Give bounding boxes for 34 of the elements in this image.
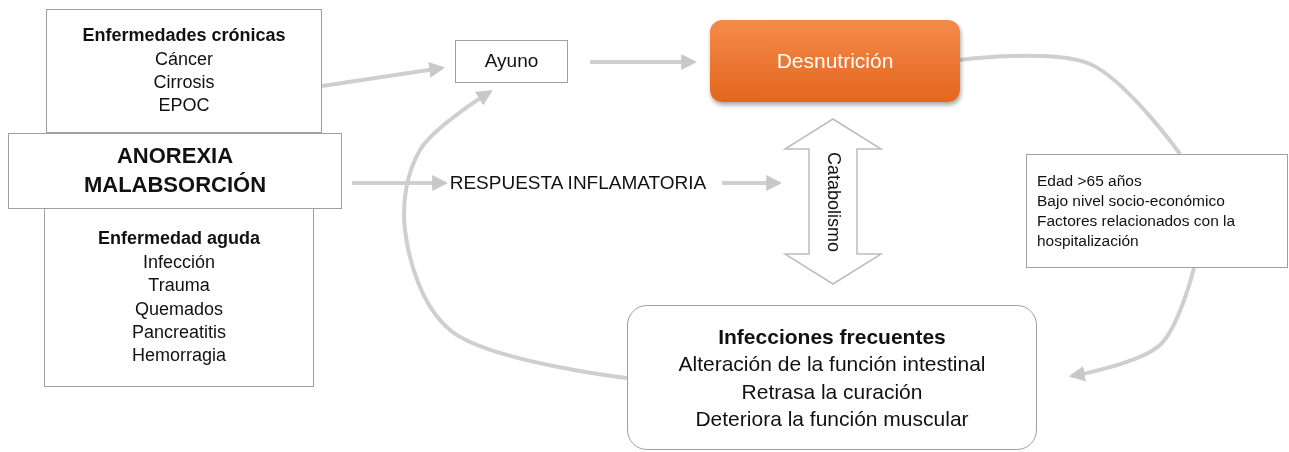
label-text: Deteriora la función muscular — [695, 405, 969, 432]
label-text: EPOC — [158, 94, 210, 118]
text-box — [46, 9, 322, 133]
label-text: Desnutrición — [776, 48, 894, 75]
label-text: Hemorragia — [131, 344, 226, 368]
heading: Infecciones frecuentes — [718, 323, 946, 350]
label-text: Bajo nivel socio-económico — [1037, 190, 1225, 211]
rounded-box — [627, 305, 1037, 450]
label-text: Quemados — [134, 297, 224, 321]
highlight-box — [710, 20, 960, 102]
arrow — [321, 62, 446, 88]
label-text: Alteración de la función intestinal — [678, 351, 986, 378]
label-text: Cáncer — [155, 47, 213, 71]
label-text: Cirrosis — [153, 71, 215, 94]
label-text: Retrasa la curación — [741, 378, 923, 405]
heading: Enfermedades crónicas — [82, 24, 286, 48]
heading: Enfermedad aguda — [97, 227, 260, 251]
label-text: Factores relacionados con la hospitalización — [1037, 211, 1237, 252]
text-box — [1026, 154, 1288, 268]
text-box — [455, 40, 568, 83]
arrow — [590, 54, 698, 70]
label-text: Edad >65 años — [1037, 170, 1142, 191]
text-box — [8, 133, 342, 209]
arrow — [402, 90, 628, 380]
label-text: Ayuno — [484, 49, 539, 74]
label-text: Pancreatitis — [131, 320, 226, 344]
arrow — [1068, 267, 1196, 382]
text-box — [44, 208, 314, 387]
arrow — [722, 175, 783, 191]
arrow — [352, 175, 449, 191]
label-text: Trauma — [148, 274, 210, 298]
label-text: ANOREXIA MALABSORCIÓN — [82, 142, 268, 199]
label-text: Infección — [142, 250, 215, 274]
label-text: RESPUESTA INFLAMATORIA — [449, 170, 707, 195]
